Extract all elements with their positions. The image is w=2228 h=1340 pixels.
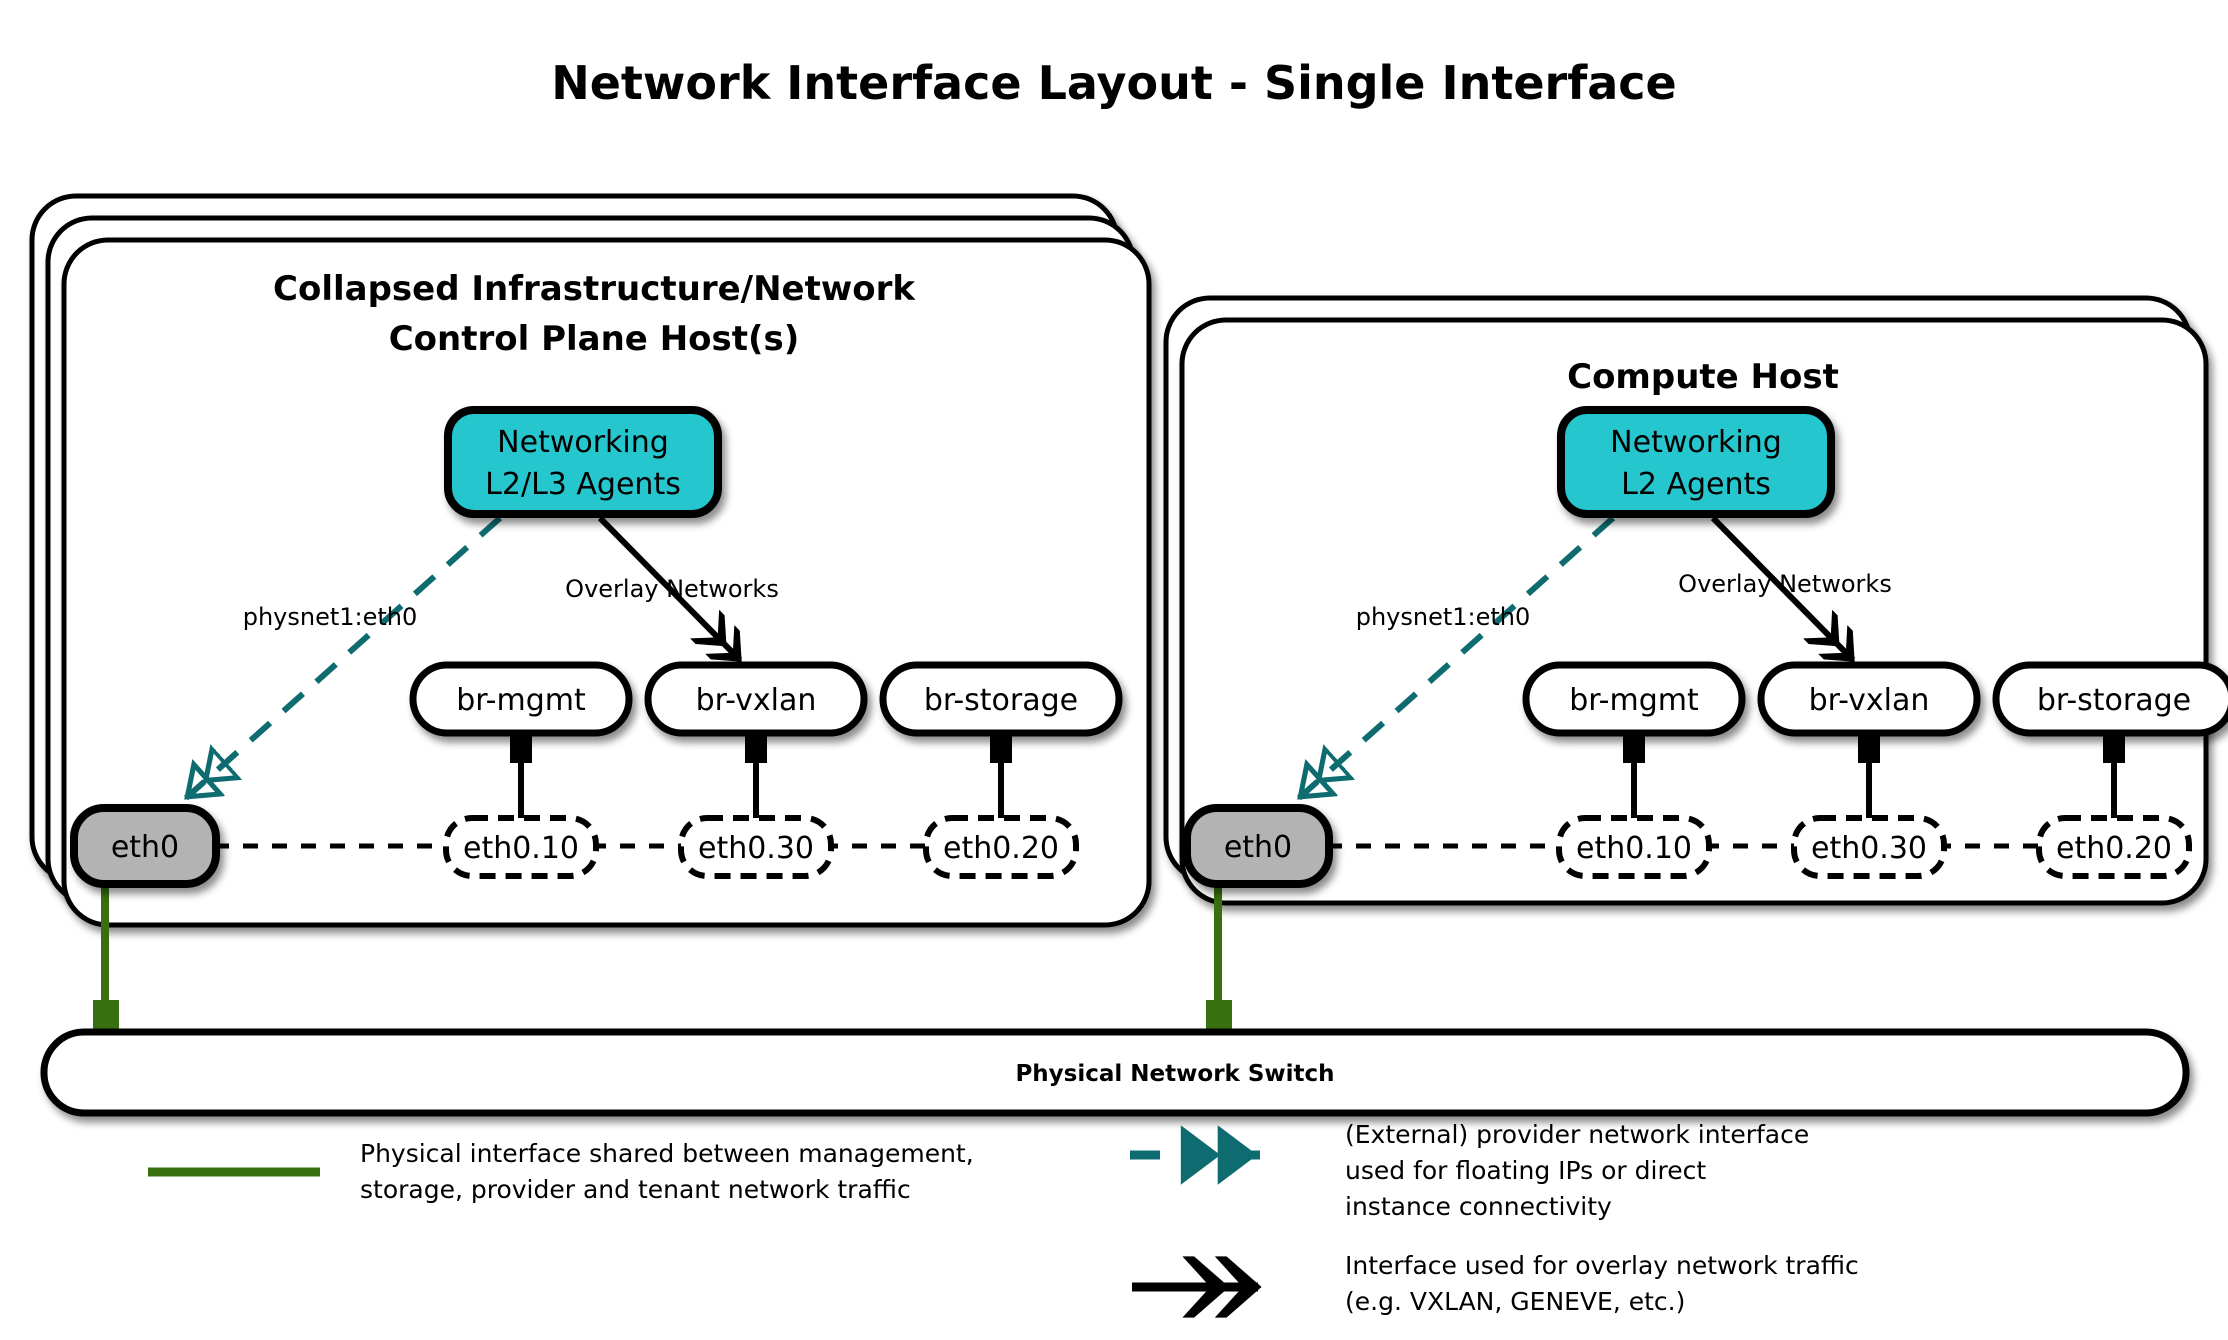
overlay-network-edge bbox=[597, 515, 743, 663]
bridge-label-br-mgmt: br-mgmt bbox=[1569, 683, 1699, 718]
bridge-group-br-storage: br-storage eth0.20 bbox=[1992, 661, 2228, 879]
bridge-label-br-vxlan: br-vxlan bbox=[1809, 683, 1930, 718]
networking-agents-node[interactable]: Networking L2 Agents bbox=[1557, 406, 1835, 518]
legend-text-line2: used for floating IPs or direct bbox=[1345, 1156, 1706, 1185]
legend-item-overlay: Interface used for overlay network traff… bbox=[1132, 1251, 1859, 1318]
vlan-label-eth0-10: eth0.10 bbox=[1576, 831, 1692, 866]
vlan-box-eth0-20[interactable] bbox=[923, 815, 1079, 879]
vlan-box-eth0-30[interactable] bbox=[1791, 815, 1947, 879]
bridge-label-br-storage: br-storage bbox=[924, 683, 1078, 718]
page-title: Network Interface Layout - Single Interf… bbox=[551, 56, 1677, 110]
physical-network-switch[interactable]: Physical Network Switch bbox=[40, 1028, 2190, 1117]
physical-nic-eth0[interactable]: eth0 bbox=[1183, 804, 1333, 888]
legend-item-provider: (External) provider network interface us… bbox=[1130, 1120, 1809, 1221]
bridge-group-br-mgmt: br-mgmt eth0.10 bbox=[409, 661, 633, 879]
agents-label-line2: L2/L3 Agents bbox=[485, 467, 681, 502]
provider-edge-label: physnet1:eth0 bbox=[243, 603, 418, 631]
legend-text-line1: Physical interface shared between manage… bbox=[360, 1139, 974, 1168]
bridge-port-icon bbox=[1623, 733, 1645, 763]
agents-label-line2: L2 Agents bbox=[1621, 467, 1771, 502]
bridge-label-br-mgmt: br-mgmt bbox=[456, 683, 586, 718]
vlan-box-eth0-10[interactable] bbox=[443, 815, 599, 879]
provider-edge-label: physnet1:eth0 bbox=[1356, 603, 1531, 631]
legend-text-line3: instance connectivity bbox=[1345, 1192, 1612, 1221]
bridge-port-icon bbox=[990, 733, 1012, 763]
nic-box bbox=[1183, 804, 1333, 888]
host-title-line1: Collapsed Infrastructure/Network bbox=[273, 269, 916, 309]
host-title-line2: Control Plane Host(s) bbox=[389, 319, 800, 359]
vlan-box-eth0-20[interactable] bbox=[2036, 815, 2192, 879]
vlan-label-eth0-20: eth0.20 bbox=[943, 831, 1059, 866]
nic-label: eth0 bbox=[1224, 830, 1292, 865]
host-stack-layer-1 bbox=[61, 237, 1152, 928]
host-stack-layer-1 bbox=[1179, 317, 2209, 906]
overlay-edge-label: Overlay Networks bbox=[565, 575, 779, 603]
legend-item-physical: Physical interface shared between manage… bbox=[148, 1139, 974, 1204]
nic-label: eth0 bbox=[111, 830, 179, 865]
bridge-group-br-storage: br-storage eth0.20 bbox=[879, 661, 1123, 879]
vlan-box-eth0-10[interactable] bbox=[1556, 815, 1712, 879]
agents-label-line1: Networking bbox=[1610, 425, 1782, 460]
networking-agents-box bbox=[444, 406, 722, 518]
vlan-box-eth0-30[interactable] bbox=[678, 815, 834, 879]
agents-label-line1: Networking bbox=[497, 425, 669, 460]
bridge-group-br-mgmt: br-mgmt eth0.10 bbox=[1522, 661, 1746, 879]
bridge-port-icon bbox=[745, 733, 767, 763]
bridge-group-br-vxlan: br-vxlan eth0.30 bbox=[644, 661, 868, 879]
host-control-plane: Collapsed Infrastructure/Network Control… bbox=[29, 193, 1152, 1044]
physical-nic-eth0[interactable]: eth0 bbox=[70, 804, 220, 888]
bridge-port-icon bbox=[1858, 733, 1880, 763]
host-title-line1: Compute Host bbox=[1567, 357, 1839, 397]
legend: Physical interface shared between manage… bbox=[148, 1120, 1859, 1318]
networking-agents-node[interactable]: Networking L2/L3 Agents bbox=[444, 406, 722, 518]
legend-text-line2: storage, provider and tenant network tra… bbox=[360, 1175, 911, 1204]
overlay-network-edge bbox=[1710, 515, 1856, 663]
bridge-port-icon bbox=[510, 733, 532, 763]
host-compute: Compute Host physnet1:eth0 Overlay Netwo… bbox=[1163, 295, 2228, 1044]
nic-box bbox=[70, 804, 220, 888]
bridge-label-br-vxlan: br-vxlan bbox=[696, 683, 817, 718]
switch-bar bbox=[40, 1028, 2190, 1117]
vlan-label-eth0-30: eth0.30 bbox=[1811, 831, 1927, 866]
vlan-label-eth0-30: eth0.30 bbox=[698, 831, 814, 866]
legend-text-line2: (e.g. VXLAN, GENEVE, etc.) bbox=[1345, 1287, 1685, 1316]
switch-label: Physical Network Switch bbox=[1015, 1061, 1334, 1087]
vlan-label-eth0-20: eth0.20 bbox=[2056, 831, 2172, 866]
bridge-label-br-storage: br-storage bbox=[2037, 683, 2191, 718]
networking-agents-box bbox=[1557, 406, 1835, 518]
vlan-label-eth0-10: eth0.10 bbox=[463, 831, 579, 866]
bridge-port-icon bbox=[2103, 733, 2125, 763]
bridge-group-br-vxlan: br-vxlan eth0.30 bbox=[1757, 661, 1981, 879]
legend-text-line1: Interface used for overlay network traff… bbox=[1345, 1251, 1859, 1280]
legend-text-line1: (External) provider network interface bbox=[1345, 1120, 1809, 1149]
overlay-edge-label: Overlay Networks bbox=[1678, 570, 1892, 598]
